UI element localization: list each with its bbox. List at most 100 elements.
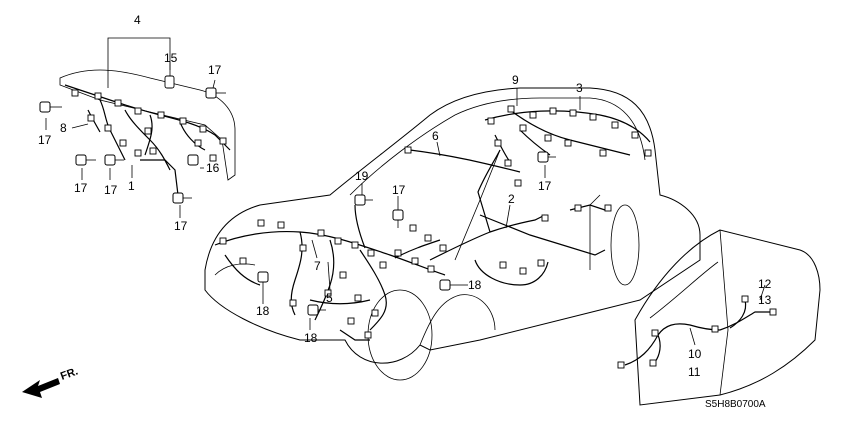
connector xyxy=(317,229,325,237)
connector xyxy=(564,139,572,147)
connector xyxy=(87,114,95,122)
callout-18: 18 xyxy=(256,304,270,318)
callout-17: 17 xyxy=(174,219,188,233)
connector xyxy=(94,92,102,100)
connector xyxy=(439,244,447,252)
connector xyxy=(604,204,612,212)
connector xyxy=(574,204,582,212)
floor-harness xyxy=(429,149,606,286)
callout-7: 7 xyxy=(314,259,321,273)
callout-numbers: 4 15 17 17 8 17 17 1 16 17 9 3 6 17 2 17… xyxy=(38,13,772,379)
rear-harness xyxy=(484,109,651,163)
connector xyxy=(411,257,419,265)
rear-door-outline xyxy=(634,229,821,406)
connector xyxy=(529,111,537,119)
connector xyxy=(404,146,412,154)
roof-sub-harness xyxy=(409,149,521,173)
connector xyxy=(134,149,142,157)
callout-12: 12 xyxy=(758,277,772,291)
callout-17: 17 xyxy=(392,183,406,197)
connector xyxy=(537,259,545,267)
connector xyxy=(339,271,347,279)
connector xyxy=(427,265,435,273)
callout-6: 6 xyxy=(432,129,439,143)
connector xyxy=(199,125,207,133)
connector xyxy=(104,124,112,132)
bolt-16 xyxy=(187,154,199,166)
connector xyxy=(157,111,165,119)
connector xyxy=(351,241,359,249)
connector xyxy=(289,299,297,307)
leader-lines xyxy=(45,37,766,346)
connector xyxy=(599,149,607,157)
connector xyxy=(371,309,379,317)
connector xyxy=(367,249,375,257)
connector xyxy=(277,221,285,229)
connector xyxy=(379,261,387,269)
connector xyxy=(354,294,362,302)
connector xyxy=(519,267,527,275)
connector xyxy=(549,107,557,115)
callout-1: 1 xyxy=(128,179,135,193)
diagram-code: S5H8B0700A xyxy=(705,399,766,410)
connector xyxy=(644,149,652,157)
connector xyxy=(209,154,217,162)
connector xyxy=(711,325,719,333)
callout-18: 18 xyxy=(304,331,318,345)
connector xyxy=(499,261,507,269)
connector xyxy=(219,237,227,245)
connector xyxy=(544,134,552,142)
bolt-19 xyxy=(354,194,373,206)
bolt-17 xyxy=(205,87,226,99)
connector xyxy=(617,361,625,369)
connector xyxy=(769,308,777,316)
connector xyxy=(507,105,515,113)
connector xyxy=(504,159,512,167)
connector xyxy=(541,214,549,222)
connector xyxy=(589,113,597,121)
connectors xyxy=(71,89,777,369)
connector xyxy=(611,121,619,129)
callout-19: 19 xyxy=(355,169,369,183)
callout-17: 17 xyxy=(74,181,88,195)
bolt-17 xyxy=(75,154,96,166)
callout-2: 2 xyxy=(508,192,515,206)
connector xyxy=(347,317,355,325)
callout-17: 17 xyxy=(104,183,118,197)
connector xyxy=(569,109,577,117)
connector xyxy=(649,359,657,367)
connector xyxy=(651,329,659,337)
connector xyxy=(144,127,152,135)
callout-18: 18 xyxy=(468,278,482,292)
callout-10: 10 xyxy=(688,347,702,361)
car-body-outline xyxy=(204,87,701,381)
bolt-17 xyxy=(537,151,556,163)
callout-11: 11 xyxy=(688,365,701,379)
callout-4: 4 xyxy=(134,13,141,27)
connector xyxy=(194,139,202,147)
front-label: FR. xyxy=(59,365,80,382)
connector xyxy=(149,147,157,155)
connector xyxy=(394,249,402,257)
connector xyxy=(487,117,495,125)
connector xyxy=(494,139,502,147)
connector xyxy=(71,89,79,97)
bolts xyxy=(39,87,556,316)
callout-16: 16 xyxy=(206,161,220,175)
connector xyxy=(631,131,639,139)
bolt-18 xyxy=(439,279,458,291)
callout-5: 5 xyxy=(326,291,333,305)
front-direction-arrow: FR. xyxy=(22,365,80,398)
bolt-17 xyxy=(104,154,124,166)
connector xyxy=(164,75,175,89)
callout-3: 3 xyxy=(576,81,583,95)
callout-13: 13 xyxy=(758,293,772,307)
connector xyxy=(257,219,265,227)
connector xyxy=(114,99,122,107)
callout-9: 9 xyxy=(512,73,519,87)
callout-17: 17 xyxy=(38,133,52,147)
connector xyxy=(519,124,527,132)
callout-15: 15 xyxy=(164,51,178,65)
door-harness xyxy=(624,299,772,366)
